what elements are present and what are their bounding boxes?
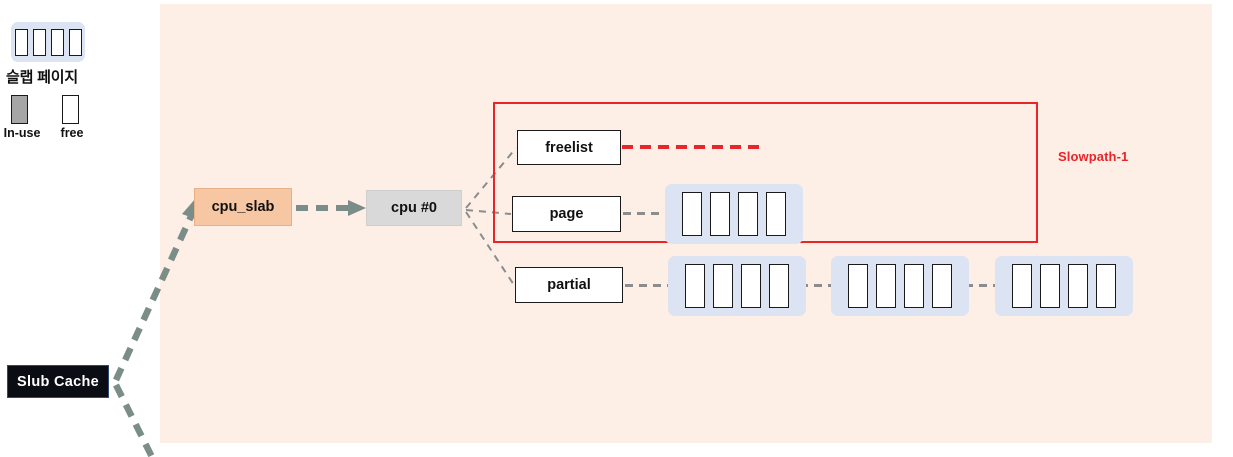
- slab-cell: [14, 28, 28, 56]
- freelist-pointer-line: [622, 145, 760, 149]
- slab-cell: [848, 264, 868, 308]
- slowpath-1-label: Slowpath-1: [1058, 149, 1129, 164]
- slab-cell: [741, 264, 761, 308]
- legend-slab-page-icon: [11, 22, 85, 62]
- node-page[interactable]: page: [512, 196, 621, 232]
- connector-slab-2-to-slab-3: [965, 284, 999, 287]
- legend-label-in-use: In-use: [3, 126, 41, 140]
- slab-cell: [1012, 264, 1032, 308]
- legend-label-free: free: [60, 126, 84, 140]
- legend: 슬랩 페이지 In-use free: [0, 0, 160, 150]
- slab-cell: [685, 264, 705, 308]
- node-freelist[interactable]: freelist: [517, 130, 621, 165]
- slab-cell: [710, 192, 730, 236]
- arrow-slubcache-to-node-list: [113, 383, 155, 457]
- legend-slab-page-caption: 슬랩 페이지: [6, 69, 78, 86]
- slab-cell: [682, 192, 702, 236]
- legend-swatch-free: [62, 95, 79, 124]
- node-partial[interactable]: partial: [515, 267, 623, 303]
- slab-page-group-partial-2[interactable]: [831, 256, 969, 316]
- slab-cell: [766, 192, 786, 236]
- connector-slab-1-to-slab-2: [800, 284, 836, 287]
- slab-cell: [904, 264, 924, 308]
- slab-cell: [50, 28, 64, 56]
- slab-page-group-partial-1[interactable]: [668, 256, 806, 316]
- slab-cell: [738, 192, 758, 236]
- slab-page-group-page[interactable]: [665, 184, 803, 244]
- slab-cell: [1068, 264, 1088, 308]
- node-slub-cache[interactable]: Slub Cache: [7, 365, 109, 398]
- slab-cell: [769, 264, 789, 308]
- node-cpu-slab[interactable]: cpu_slab: [194, 188, 292, 226]
- slab-cell: [876, 264, 896, 308]
- slab-cell: [68, 28, 82, 56]
- slab-cell: [713, 264, 733, 308]
- legend-swatch-in-use: [11, 95, 28, 124]
- slab-cell: [932, 264, 952, 308]
- slab-page-group-partial-3[interactable]: [995, 256, 1133, 316]
- slab-cell: [32, 28, 46, 56]
- slab-cell: [1096, 264, 1116, 308]
- connector-page-to-slab: [623, 212, 667, 215]
- slab-cell: [1040, 264, 1060, 308]
- node-cpu-0[interactable]: cpu #0: [366, 190, 462, 226]
- connector-partial-to-slab-1: [625, 284, 670, 287]
